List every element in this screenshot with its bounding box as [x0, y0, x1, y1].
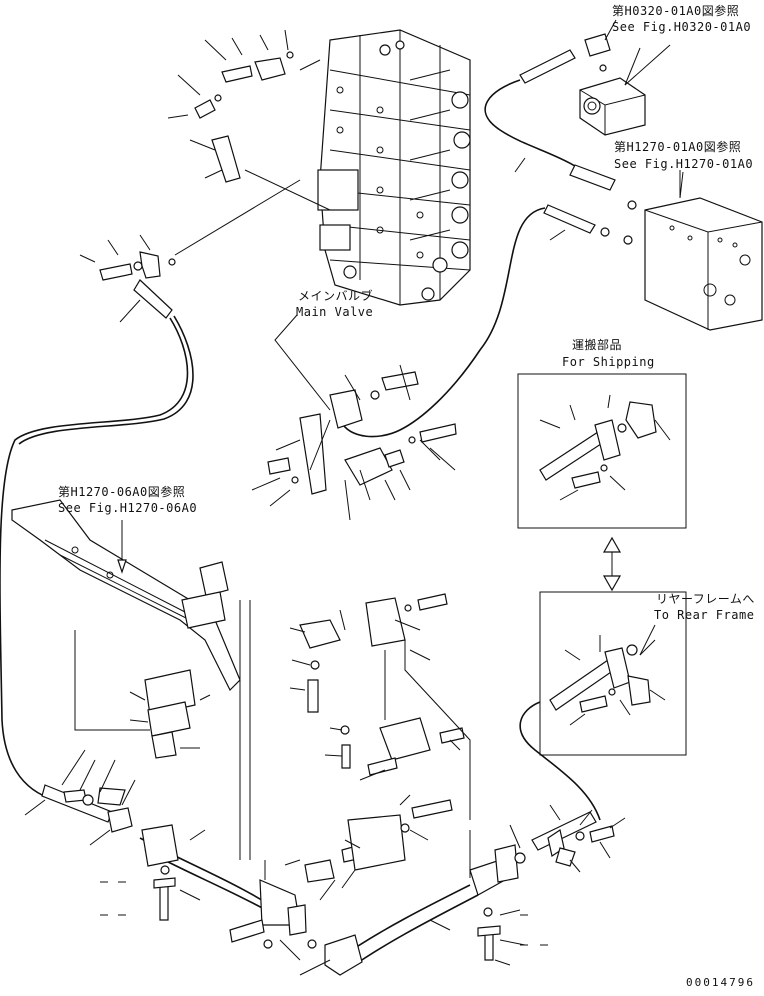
lower-center-clamps	[289, 593, 471, 820]
ref-h0320-en: See Fig.H0320-01A0	[612, 20, 752, 34]
rear-frame-label-en: To Rear Frame	[654, 608, 755, 622]
rear-frame-box	[539, 591, 687, 756]
center-clamp-group	[251, 364, 457, 521]
shipping-label-en: For Shipping	[562, 355, 655, 369]
h1270-06-bracket	[11, 499, 241, 692]
double-arrow	[602, 536, 622, 592]
reference-leaders	[274, 47, 684, 656]
lower-main-pipe	[24, 749, 526, 976]
ref-h1270-06-en: See Fig.H1270-06A0	[58, 501, 198, 515]
h1270-01-block	[623, 170, 763, 331]
main-valve-block	[317, 29, 471, 306]
lower-right-hose	[519, 701, 626, 873]
shipping-box	[517, 373, 687, 529]
shipping-label-jp: 運搬部品	[572, 338, 623, 352]
main-valve-label-jp: メインバルブ	[298, 289, 374, 303]
drawing-number: 00014796	[686, 976, 755, 989]
left-hose-coupling	[79, 179, 301, 323]
h0320-block	[579, 44, 671, 136]
rear-frame-label-jp: リヤーフレームへ	[656, 592, 755, 606]
ref-h0320-jp: 第H0320-01A0図参照	[612, 4, 740, 18]
left-clamp-bundle	[74, 600, 251, 860]
right-return-hose	[339, 204, 610, 438]
ref-h1270-01-en: See Fig.H1270-01A0	[614, 157, 754, 171]
left-loop-hose	[0, 315, 194, 801]
ref-h1270-06-jp: 第H1270-06A0図参照	[58, 485, 186, 499]
ref-h1270-01-jp: 第H1270-01A0図参照	[614, 140, 742, 154]
dash-markers	[100, 881, 548, 946]
valve-flange-fittings	[167, 29, 331, 211]
upper-right-hose	[484, 19, 617, 191]
main-valve-label-en: Main Valve	[296, 305, 374, 319]
